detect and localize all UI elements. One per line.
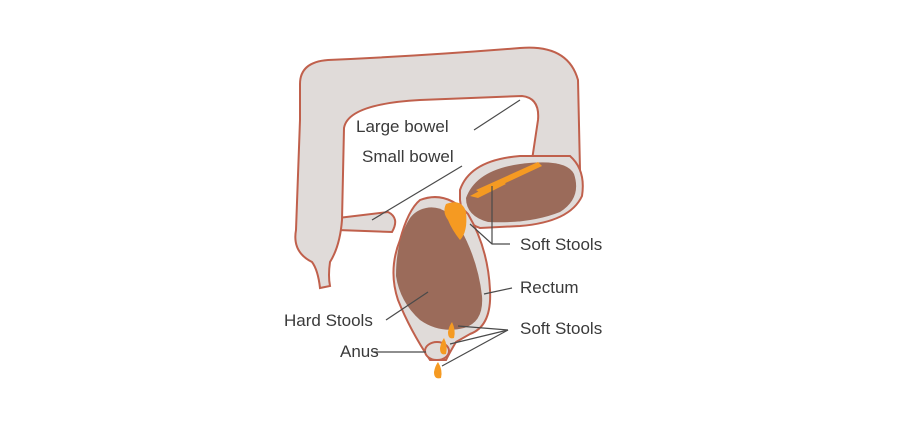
leader-soft-stools-bottom-3 xyxy=(441,329,509,367)
leader-soft-stools-bottom-2 xyxy=(449,329,509,345)
label-anus: Anus xyxy=(340,342,379,361)
label-large-bowel: Large bowel xyxy=(356,117,449,136)
leader-small-bowel xyxy=(371,165,463,221)
soft-stool-lump xyxy=(444,202,467,240)
large-bowel xyxy=(294,46,582,290)
label-small-bowel: Small bowel xyxy=(362,147,454,166)
small-bowel-tube xyxy=(337,210,397,234)
label-hard-stools: Hard Stools xyxy=(284,311,373,330)
soft-stool-drop-3 xyxy=(434,362,442,379)
leader-rectum xyxy=(483,287,513,295)
label-rectum: Rectum xyxy=(520,278,579,297)
hard-stool-upper xyxy=(466,162,577,223)
label-soft-stools-top: Soft Stools xyxy=(520,235,602,254)
label-soft-stools-bottom: Soft Stools xyxy=(520,319,602,338)
leader-hard-stools xyxy=(385,291,429,321)
soft-stool-drop-1 xyxy=(448,322,455,339)
leader-soft-stools-bottom-1 xyxy=(457,325,509,331)
leader-large-bowel xyxy=(473,99,521,131)
soft-stool-streak-2 xyxy=(470,180,506,198)
soft-stool-drop-2 xyxy=(440,338,447,355)
